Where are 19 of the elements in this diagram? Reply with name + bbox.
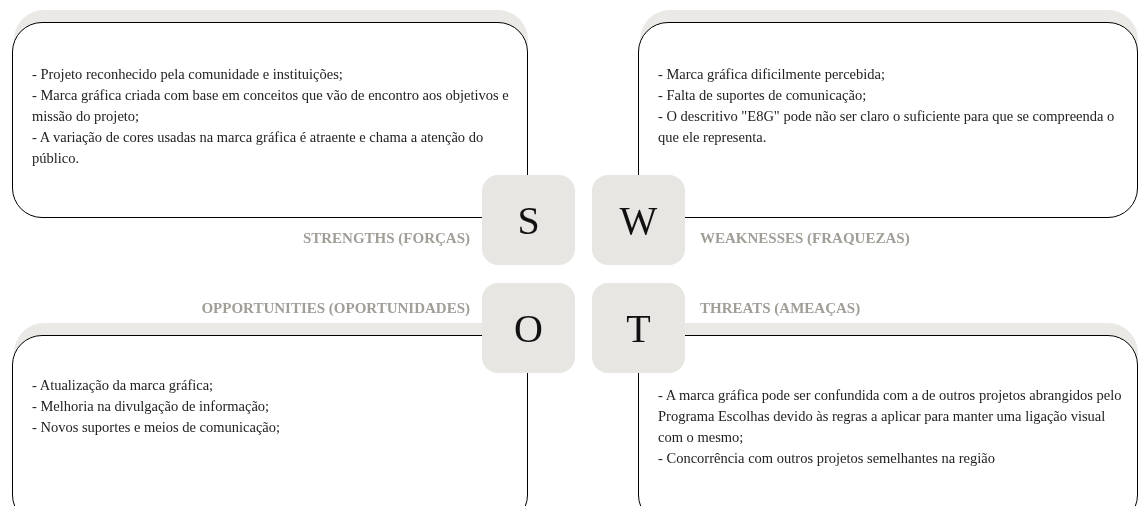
letter-tile: T (592, 283, 685, 373)
bullet-text: - Novos suportes e meios de comunicação; (32, 418, 282, 437)
bullet-text: - Melhoria na divulgação de informação; (32, 397, 271, 416)
quadrant-heading: OPPORTUNITIES (OPORTUNIDADES) (201, 300, 470, 317)
bullet-text: - Concorrência com outros projetos semelhantes na região (658, 449, 996, 468)
bullet-text: - Projeto reconhecido pela comunidade e instituições; (32, 65, 344, 84)
bullet-text: - Falta de suportes de comunicação; (658, 86, 868, 105)
bullet-text: - Atualização da marca gráfica; (32, 376, 215, 395)
bullet-text: - O descritivo "E8G" pode não ser claro o suficiente para que se compreenda o que ele representa. (658, 107, 1116, 147)
quadrant-heading: STRENGTHS (FORÇAS) (302, 230, 470, 247)
quadrant-heading: WEAKNESSES (FRAQUEZAS) (700, 230, 910, 247)
bullet-text: - Marca gráfica criada com base em conceitos que vão de encontro aos objetivos e missão do projeto; (32, 86, 510, 126)
letter-tile: O (482, 283, 575, 373)
letter-tile: S (482, 175, 575, 265)
bullet-text: - A marca gráfica pode ser confundida com a de outros projetos abrangidos pelo Programa Escolhas devido às regras a aplicar para manter uma ligação visual com o mesmo; (658, 386, 1123, 447)
letter-tile: W (592, 175, 685, 265)
quadrant-heading: THREATS (AMEAÇAS) (700, 300, 861, 317)
bullet-text: - A variação de cores usadas na marca gráfica é atraente e chama a atenção do público. (32, 128, 485, 168)
bullet-text: - Marca gráfica dificilmente percebida; (658, 65, 887, 84)
